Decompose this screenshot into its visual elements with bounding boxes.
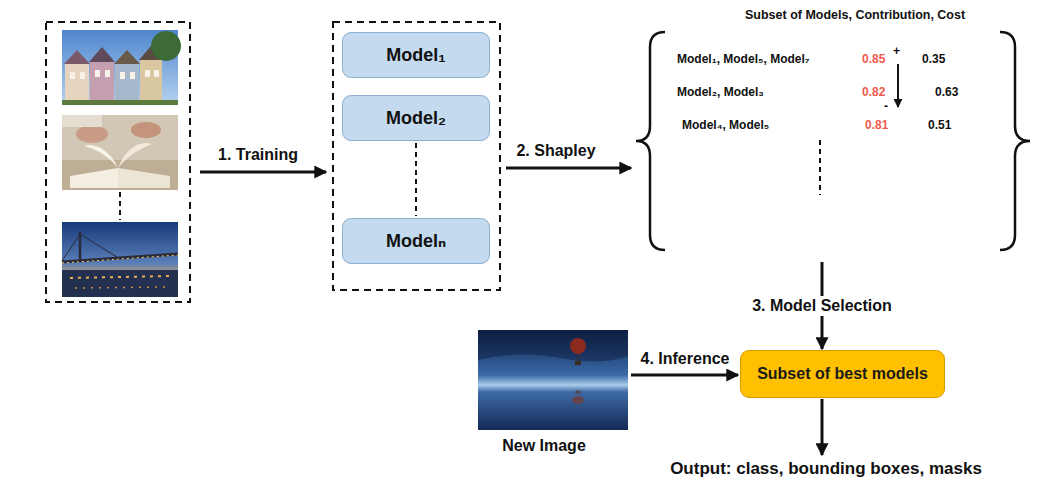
continuation-line (415, 143, 417, 216)
model-subset: Model₁, Model₅, Model₇ (677, 52, 810, 66)
continuation-line (819, 140, 821, 195)
houses-photo (62, 30, 181, 105)
continuation-line (119, 192, 121, 220)
table-header: Subset of Models, Contribution, Cost (745, 8, 965, 22)
contribution-value: 0.85 (862, 52, 885, 66)
right-brace (1000, 32, 1030, 250)
model-name: Model₁ (386, 45, 445, 66)
contribution-value: 0.82 (862, 85, 885, 99)
book-photo (62, 115, 178, 190)
shapley-arrow (506, 167, 631, 170)
model-subset: Model₂, Model₃ (677, 85, 764, 99)
step-label: 2. Shapley (516, 142, 595, 160)
model-subset: Model₄, Model₅ (682, 118, 769, 132)
sign-mark: - (884, 99, 888, 113)
contribution-value: 0.81 (865, 118, 888, 132)
model-name: Model₂ (386, 108, 446, 129)
model-box: Model₂ (342, 95, 490, 141)
inference-arrow (631, 374, 738, 377)
new-image-photo (478, 330, 628, 430)
selected-models-box: Subset of best models (740, 350, 945, 398)
model-box: Model₁ (342, 32, 490, 78)
step-label: 3. Model Selection (748, 296, 896, 316)
bridge-photo (62, 222, 178, 297)
dashed-group (46, 22, 190, 302)
sign-mark: + (893, 44, 900, 58)
box-label: Subset of best models (757, 365, 928, 383)
shapley-table: Subset of Models, Contribution, CostMode… (668, 5, 1013, 260)
step-label: 4. Inference (641, 350, 730, 368)
training-arrow (200, 171, 326, 174)
output-arrow (821, 399, 824, 455)
output-label: Output: class, bounding boxes, masks (670, 459, 982, 479)
step-label: 1. Training (218, 146, 298, 164)
cost-value: 0.51 (928, 118, 951, 132)
image-caption: New Image (502, 437, 586, 455)
model-name: Modelₙ (386, 230, 446, 252)
cost-value: 0.35 (922, 52, 945, 66)
model-box: Modelₙ (342, 218, 490, 264)
dashed-group (333, 22, 500, 290)
cost-value: 0.63 (935, 85, 958, 99)
ranking-arrow (897, 64, 899, 107)
left-brace (636, 32, 665, 250)
